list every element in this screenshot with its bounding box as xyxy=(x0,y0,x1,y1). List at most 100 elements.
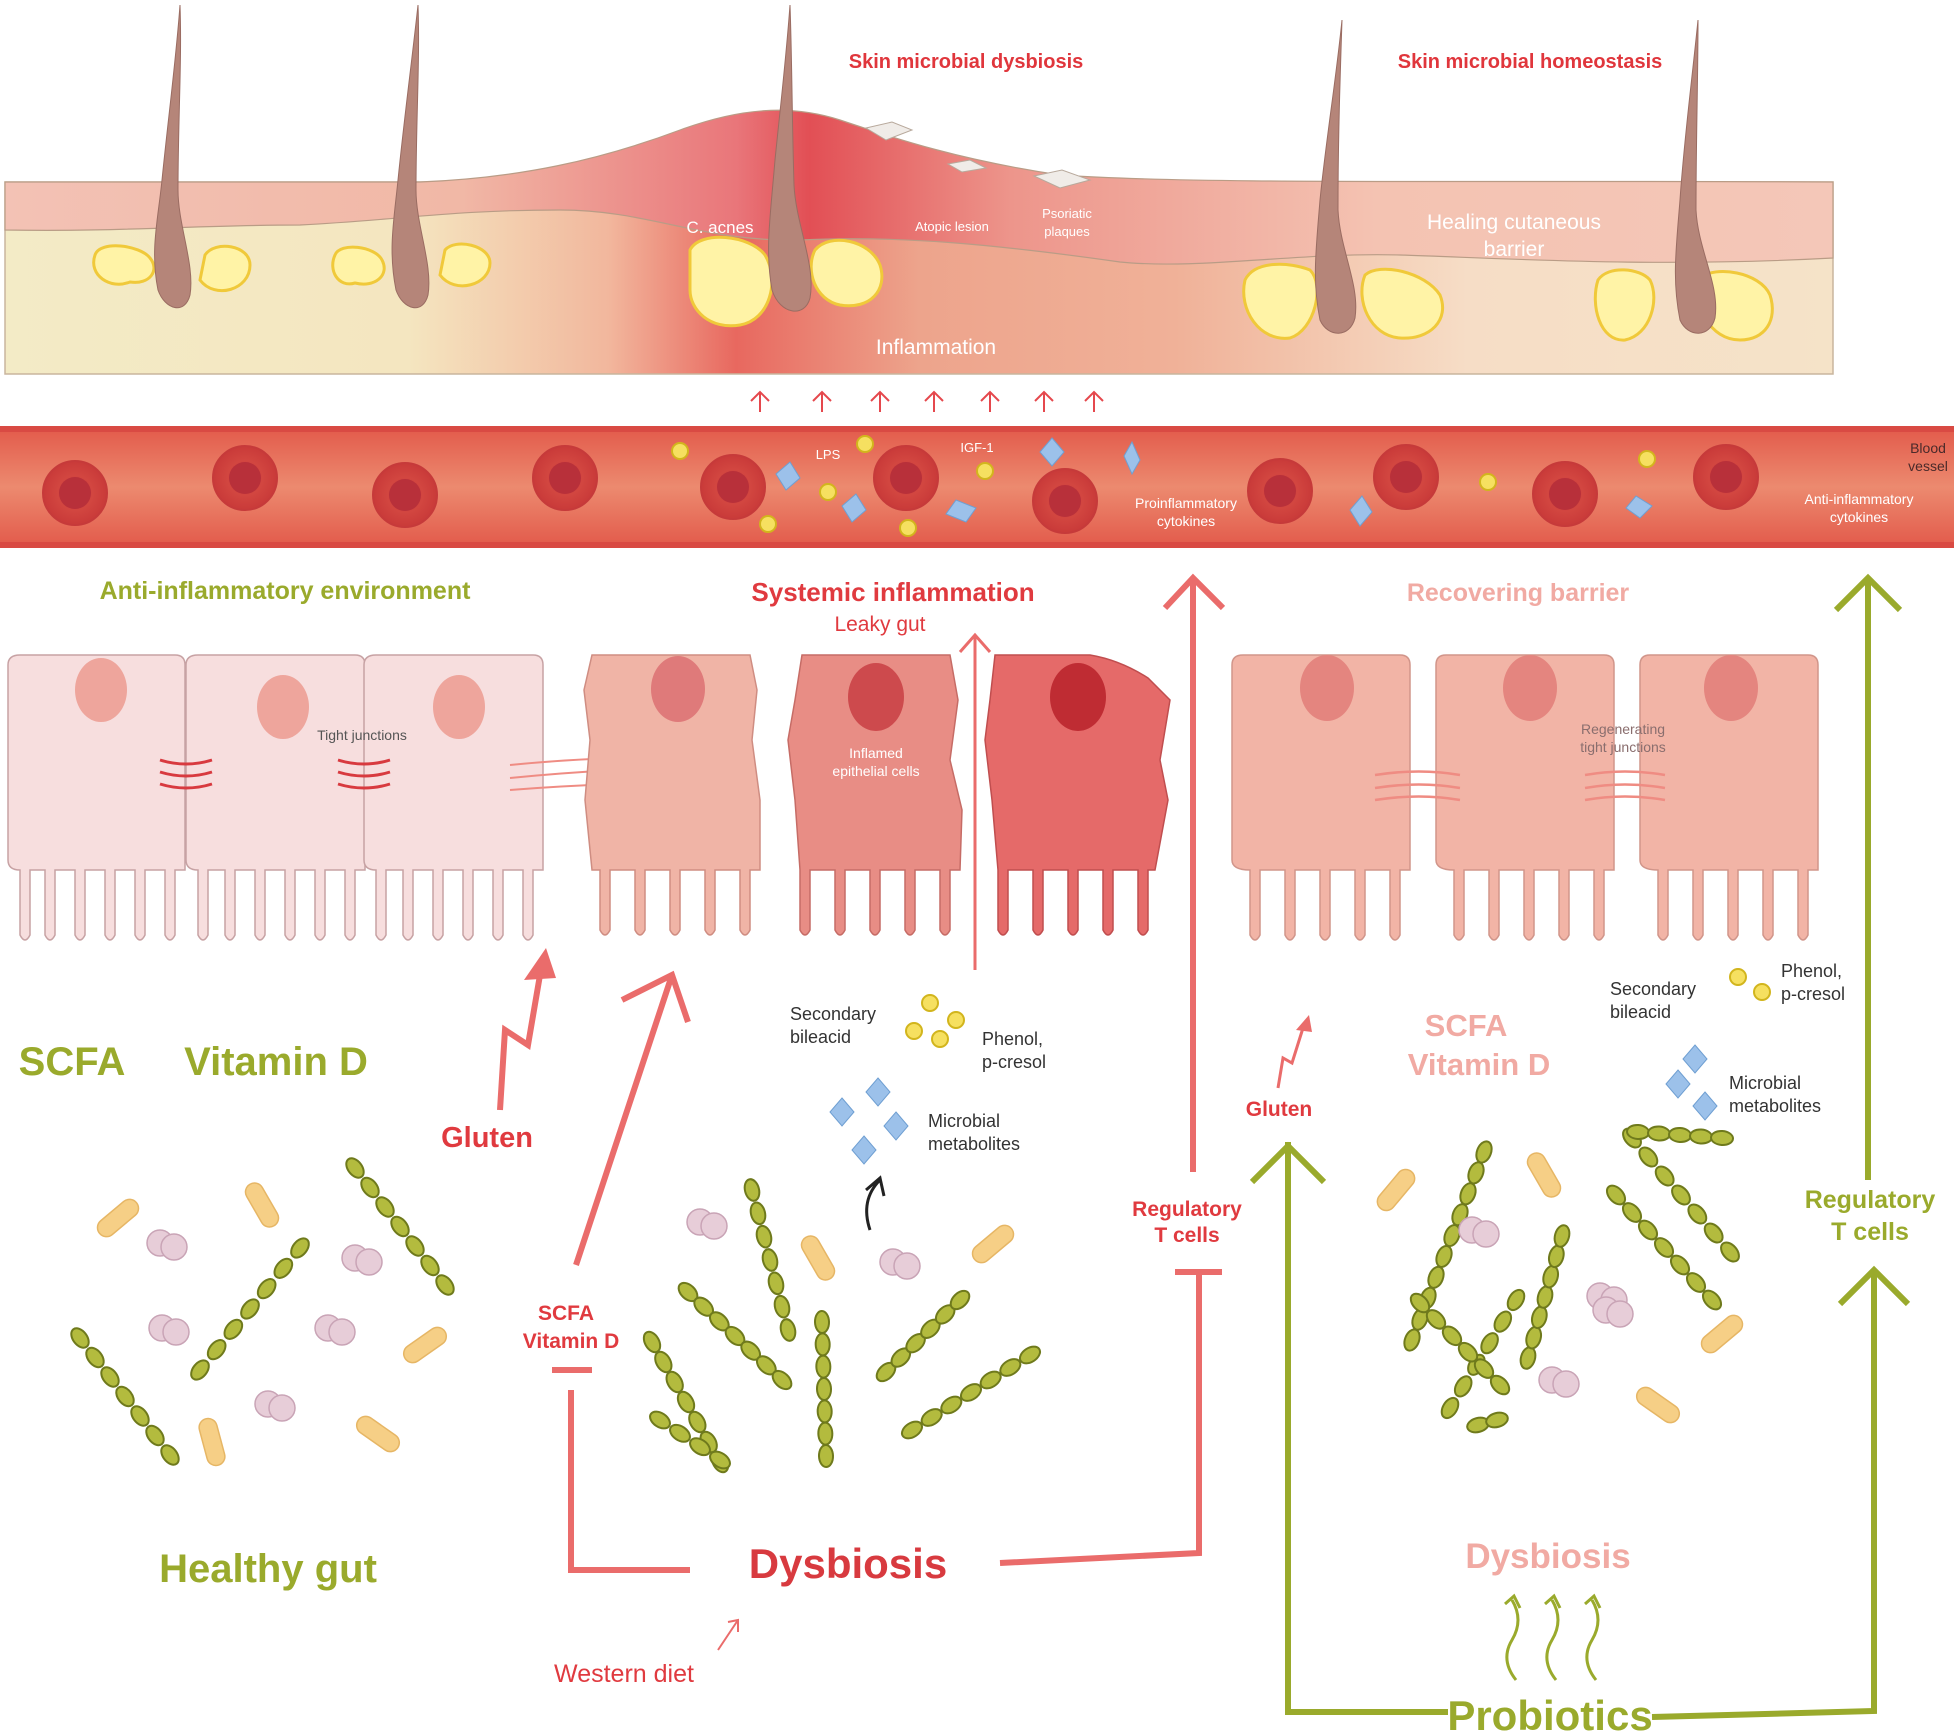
green-bacterium xyxy=(1687,1203,1708,1225)
systemic-inflammation-title: Systemic inflammation xyxy=(751,577,1034,607)
healthy-cell xyxy=(185,654,366,941)
phenol-label-1: Phenol, xyxy=(982,1029,1043,1049)
microbial-metabolites-right-1: Microbial xyxy=(1729,1073,1801,1093)
blood-vessel xyxy=(0,426,1954,548)
microbial-metabolites-label-1: Microbial xyxy=(928,1111,1000,1131)
healthy-gut-label: Healthy gut xyxy=(159,1547,377,1591)
green-bacterium xyxy=(1459,1182,1477,1206)
treg-right-label-2: T cells xyxy=(1831,1218,1909,1246)
dysbiosis-label: Dysbiosis xyxy=(749,1540,947,1587)
scfa-small-label: SCFA xyxy=(538,1302,594,1325)
vitamin-d-label: Vitamin D xyxy=(184,1040,368,1084)
phenol-right-2: p-cresol xyxy=(1781,984,1845,1004)
pink-coccus xyxy=(1552,1370,1580,1398)
pink-coccus xyxy=(355,1248,383,1276)
c-acnes-label: C. acnes xyxy=(686,218,753,237)
skin-homeostasis-title: Skin microbial homeostasis xyxy=(1398,51,1663,73)
green-bacterium xyxy=(813,1310,831,1334)
microbial-diamonds-right xyxy=(1665,1044,1718,1121)
psoriatic-label-2: plaques xyxy=(1044,224,1090,239)
green-bacterium xyxy=(743,1178,761,1202)
green-bacterium xyxy=(360,1176,380,1199)
green-bacterium xyxy=(145,1424,165,1447)
green-bacterium xyxy=(1525,1325,1543,1350)
green-bacterium xyxy=(273,1257,294,1279)
green-bacterium xyxy=(1637,1219,1659,1241)
green-bacterium xyxy=(817,1444,835,1468)
green-bacterium xyxy=(1536,1285,1554,1309)
healthy-cell xyxy=(7,654,186,941)
green-bacterium xyxy=(375,1196,395,1218)
inflamed-cell xyxy=(787,654,963,936)
lps-label: LPS xyxy=(816,447,841,462)
green-bacterium xyxy=(761,1248,779,1272)
green-bacterium xyxy=(1671,1184,1691,1206)
green-bacterium xyxy=(1427,1265,1445,1289)
green-bacterium xyxy=(1440,1396,1460,1420)
epidermis-layer xyxy=(4,109,1834,265)
green-bacterium xyxy=(773,1294,791,1319)
green-bacterium xyxy=(1647,1125,1671,1142)
rod-bacterium xyxy=(244,1182,280,1228)
igf-label: IGF-1 xyxy=(960,440,993,455)
green-bacterium xyxy=(1519,1346,1537,1370)
green-bacterium xyxy=(1689,1128,1713,1145)
green-bacterium xyxy=(1547,1244,1565,1269)
rod-bacterium xyxy=(1635,1386,1681,1424)
green-bacterium xyxy=(1467,1161,1485,1185)
vitd-small-label: Vitamin D xyxy=(523,1330,619,1353)
green-bacterium xyxy=(1530,1305,1548,1330)
green-bacterium xyxy=(1703,1222,1724,1244)
inflammation-up-arrows xyxy=(750,390,1104,412)
pink-coccus xyxy=(328,1318,356,1346)
green-bacterium xyxy=(1638,1146,1659,1168)
dysbiosis-pale-label: Dysbiosis xyxy=(1465,1537,1630,1576)
green-bacterium xyxy=(1493,1310,1513,1333)
pink-coccus xyxy=(700,1212,728,1240)
scfa-pale-label: SCFA xyxy=(1425,1008,1508,1043)
green-bacterium xyxy=(900,1420,924,1440)
rod-bacterium xyxy=(800,1235,836,1281)
rod-bacterium xyxy=(402,1326,448,1364)
microbial-metabolites-label-2: metabolites xyxy=(928,1134,1020,1154)
blood-vessel-label-2: vessel xyxy=(1908,458,1948,474)
green-bacterium xyxy=(345,1157,365,1179)
regenerating-label-2: tight junctions xyxy=(1580,739,1666,755)
tight-junctions xyxy=(159,758,391,790)
rod-bacterium xyxy=(971,1224,1015,1264)
western-diet-label: Western diet xyxy=(554,1660,694,1688)
green-bacterium xyxy=(1542,1264,1560,1289)
rod-bacterium xyxy=(96,1198,140,1238)
green-bacterium xyxy=(709,1450,731,1470)
green-bacterium xyxy=(1653,1237,1675,1258)
green-bacterium xyxy=(649,1410,671,1430)
green-bacterium xyxy=(1485,1411,1509,1429)
rod-bacterium xyxy=(355,1415,401,1453)
green-bacterium xyxy=(815,1354,832,1379)
gluten-small-arrowhead xyxy=(1296,1015,1312,1032)
probiotics-label: Probiotics xyxy=(1447,1692,1652,1733)
green-bacterium xyxy=(405,1235,425,1257)
green-bacterium xyxy=(1506,1288,1526,1312)
pink-coccus xyxy=(893,1252,921,1280)
phenol-right-1: Phenol, xyxy=(1781,961,1842,981)
treg-right-label-1: Regulatory xyxy=(1805,1186,1936,1214)
inflamed-cell xyxy=(984,654,1171,936)
leaky-gut-label: Leaky gut xyxy=(834,613,925,636)
green-bacterium xyxy=(1553,1224,1571,1248)
recovering-cell xyxy=(1231,654,1411,941)
green-bacterium xyxy=(940,1395,963,1415)
scfa-vitd-inhibition-arrow xyxy=(552,970,691,1573)
rod-bacterium xyxy=(1376,1168,1416,1212)
gluten-label-mid: Gluten xyxy=(1246,1098,1313,1121)
gluten-zigzag-arrow xyxy=(497,974,543,1111)
blood-vessel-label-1: Blood xyxy=(1910,440,1946,456)
proinflammatory-label-1: Proinflammatory xyxy=(1135,495,1237,511)
phenol-label-2: p-cresol xyxy=(982,1052,1046,1072)
green-bacterium xyxy=(1453,1375,1473,1398)
pink-coccus xyxy=(1606,1300,1634,1328)
green-bacterium xyxy=(390,1215,410,1238)
inflamed-cells-label-2: epithelial cells xyxy=(832,763,919,779)
green-bacterium xyxy=(435,1274,455,1296)
